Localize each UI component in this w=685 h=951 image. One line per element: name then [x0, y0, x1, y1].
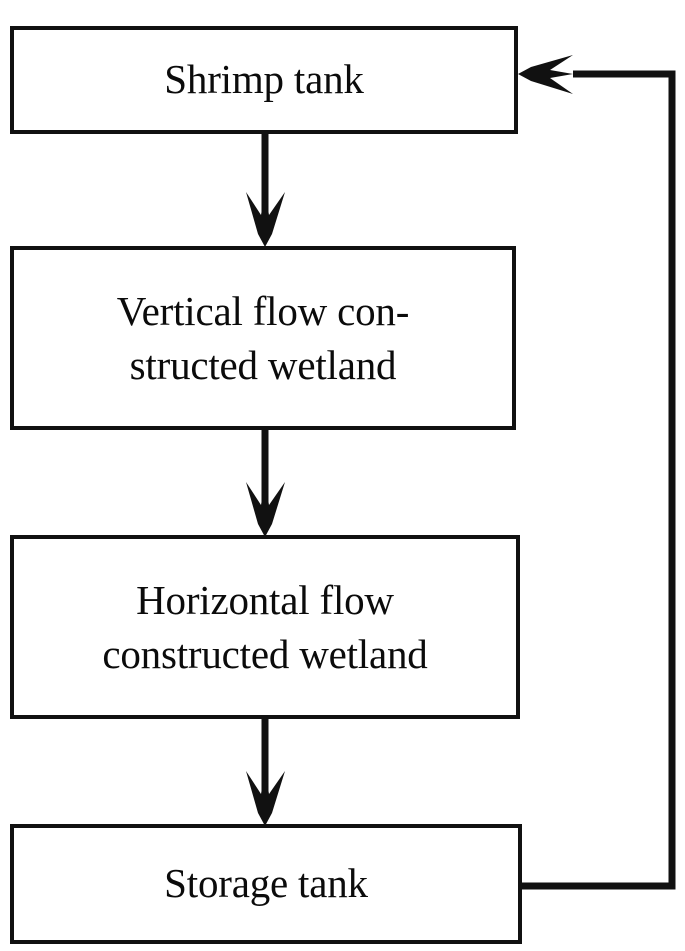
edge-hf-to-storage — [246, 719, 285, 826]
edge-vf-to-hf — [246, 430, 285, 537]
node-shrimp-tank[interactable]: Shrimp tank — [10, 26, 518, 134]
node-storage-tank-label: Storage tank — [164, 860, 368, 907]
node-vertical-flow-constructed-wetland[interactable]: Vertical flow con- structed wetland — [10, 246, 516, 430]
node-horizontal-flow-constructed-wetland[interactable]: Horizontal flow constructed wetland — [10, 535, 520, 719]
node-shrimp-tank-label: Shrimp tank — [164, 56, 364, 103]
edge-shrimp-to-vf — [246, 134, 285, 247]
node-horizontal-flow-constructed-wetland-label: Horizontal flow constructed wetland — [102, 576, 428, 677]
node-storage-tank[interactable]: Storage tank — [10, 824, 522, 944]
node-vertical-flow-constructed-wetland-label: Vertical flow con- structed wetland — [116, 287, 410, 388]
edge-storage-to-shrimp-recycle — [518, 55, 676, 890]
